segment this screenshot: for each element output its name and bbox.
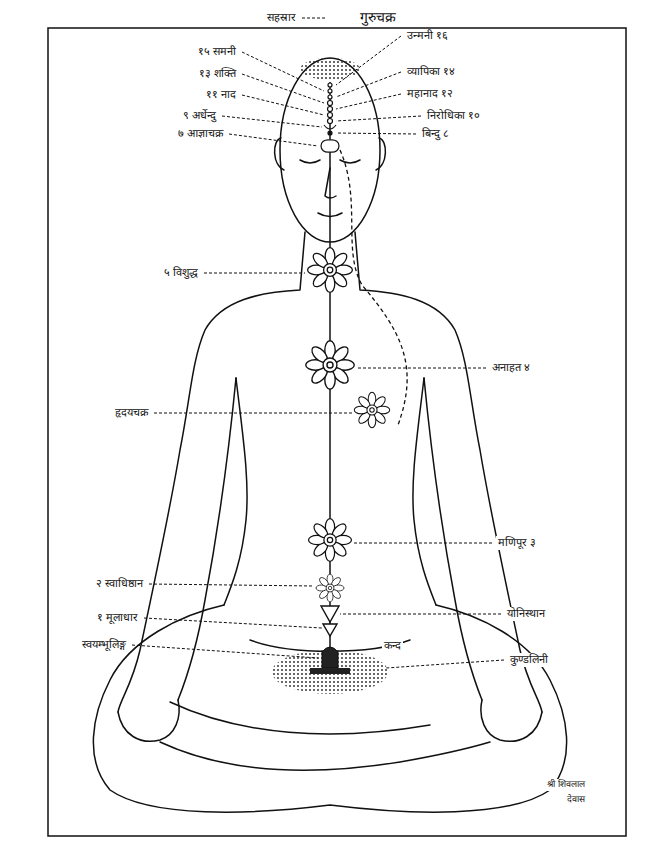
leader-line: [242, 52, 324, 91]
chakra-label: बिन्दु ८: [420, 127, 452, 141]
chakra-label: निरोधिका १०: [425, 109, 483, 123]
chakra-label: १५ समनी: [196, 45, 239, 59]
leader-line: [336, 72, 401, 97]
chakra-label: ९ अर्धेन्दु: [181, 109, 219, 123]
left-hand: [118, 700, 179, 741]
centre-dot: [328, 83, 332, 87]
anahata-lotus: [306, 341, 355, 390]
leader-lines: [132, 18, 504, 668]
artist-signature: श्री शिवलाल: [545, 779, 587, 790]
crossed-legs: [93, 605, 566, 812]
leader-line: [357, 368, 486, 369]
subtle-centres: [321, 83, 339, 152]
side-channel: [340, 150, 407, 425]
leader-line: [132, 645, 318, 658]
ear: [376, 138, 385, 170]
chakra-label: गुरुचक्र: [358, 9, 398, 27]
leader-line: [242, 74, 324, 103]
chakra-label: अनाहत ४: [490, 361, 533, 375]
leader-line: [302, 18, 326, 19]
chakra-label: १ मूलाधार: [95, 611, 141, 625]
leader-line: [149, 584, 314, 586]
chakra-label: ७ आज्ञाचक्र: [176, 127, 226, 141]
foot-line: [160, 742, 490, 770]
right-hand: [481, 700, 542, 741]
ajna-symbol: [321, 140, 339, 152]
leader-line: [336, 116, 421, 121]
leader-line: [336, 94, 401, 109]
chakra-label: उन्मनी १६: [405, 29, 451, 43]
centre-dot: [328, 107, 333, 112]
chakra-label: कन्द: [382, 639, 403, 653]
lingam-base: [310, 668, 350, 674]
leader-line: [222, 116, 322, 127]
artist-signature: देवास: [565, 794, 587, 805]
torso-right: [413, 378, 436, 605]
chakra-label: ५ विशुद्ध: [162, 266, 201, 280]
leader-line: [242, 95, 324, 115]
chakra-label: हृदयचक्र: [113, 406, 150, 420]
chakra-label: कुण्डलिनी: [508, 653, 550, 667]
chakra-label: १३ शक्ति: [197, 67, 239, 81]
yoni-triangle: [321, 606, 339, 622]
muladhara-triangle: [323, 624, 337, 636]
centre-dot: [328, 101, 333, 106]
leader-line: [229, 134, 318, 146]
chakra-label: ११ नाद: [204, 88, 239, 102]
leader-line: [340, 614, 501, 615]
chakra-label: २ स्वाधिष्ठान: [94, 577, 146, 591]
torso-left: [224, 378, 247, 605]
closed-eye: [340, 160, 360, 163]
ear: [275, 138, 284, 170]
bindu-dot: [328, 131, 332, 135]
leader-line: [336, 36, 401, 85]
chakra-label: महानाद १२: [405, 87, 456, 101]
chakra-label: योनिस्थान: [505, 607, 547, 621]
centre-dot: [328, 95, 332, 99]
frame-border: [48, 28, 626, 836]
crescent: [324, 125, 336, 129]
sahasrara-patch: [300, 58, 360, 80]
leader-line: [336, 133, 416, 134]
chakra-label: स्वयम्भूलिङ्ग: [80, 638, 128, 652]
manipura-lotus: [309, 519, 352, 562]
vishuddha-lotus: [308, 248, 353, 293]
chakra-label: सहस्रार: [265, 11, 298, 25]
centre-dot: [328, 119, 333, 124]
foot-line: [170, 702, 430, 734]
leader-line: [204, 273, 305, 274]
closed-eye: [300, 160, 320, 163]
chakra-label: मणिपूर ३: [496, 536, 539, 550]
right-arm-inner: [424, 378, 482, 700]
lingam: [322, 647, 338, 668]
centre-dot: [328, 113, 333, 118]
hridaya-lotus: [354, 392, 389, 427]
body-outline: [93, 58, 566, 812]
leader-line: [354, 543, 492, 544]
centre-dot: [328, 89, 332, 93]
chakra-label: व्यापिका १४: [405, 65, 458, 79]
leader-line: [386, 660, 504, 668]
svadhishthana-lotus: [316, 574, 344, 602]
leader-line: [154, 413, 352, 414]
leader-line: [144, 618, 322, 628]
